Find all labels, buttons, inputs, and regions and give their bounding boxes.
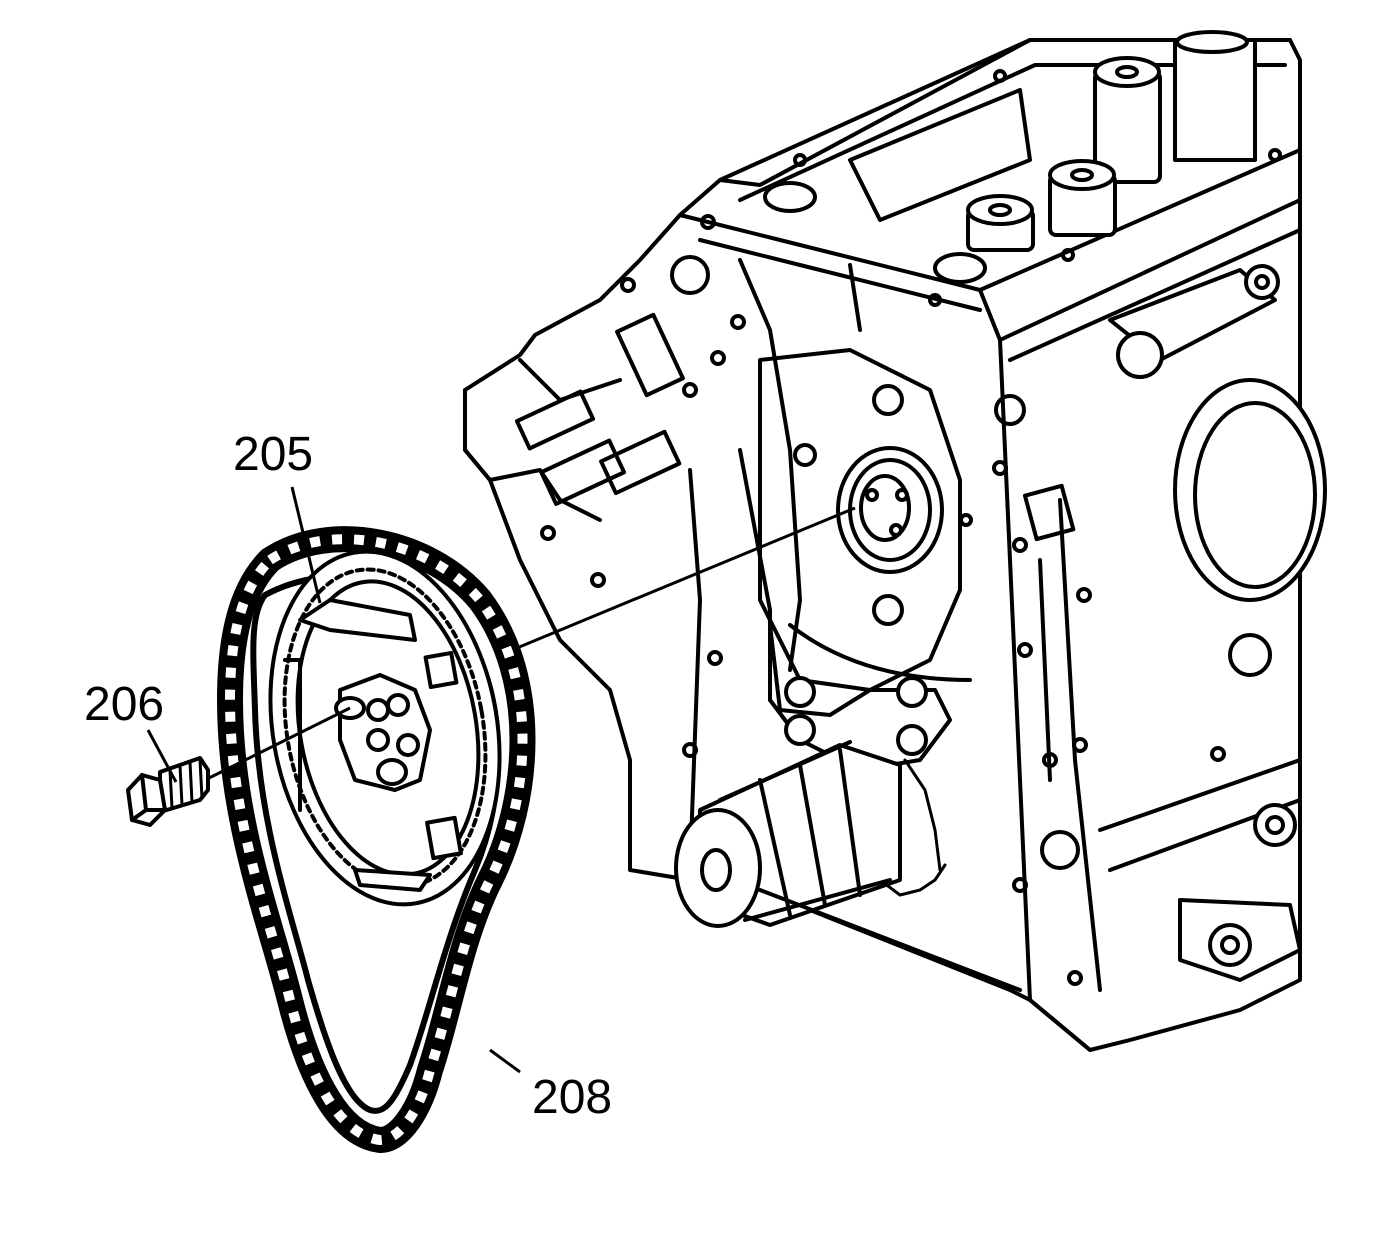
callout-206-label: 206 bbox=[84, 678, 164, 731]
alignment-line bbox=[499, 506, 856, 657]
camshaft-sprocket bbox=[268, 549, 502, 907]
callout-205-label: 205 bbox=[233, 428, 313, 481]
callout-205-leader bbox=[290, 486, 322, 604]
callout-208-label: 208 bbox=[532, 1071, 612, 1124]
engine-block-illustration bbox=[463, 30, 1327, 1052]
sprocket-bolt bbox=[126, 756, 210, 827]
callout-208-leader bbox=[489, 1048, 521, 1074]
callout-206-leader bbox=[146, 729, 178, 783]
bolt-alignment-line bbox=[204, 706, 351, 782]
